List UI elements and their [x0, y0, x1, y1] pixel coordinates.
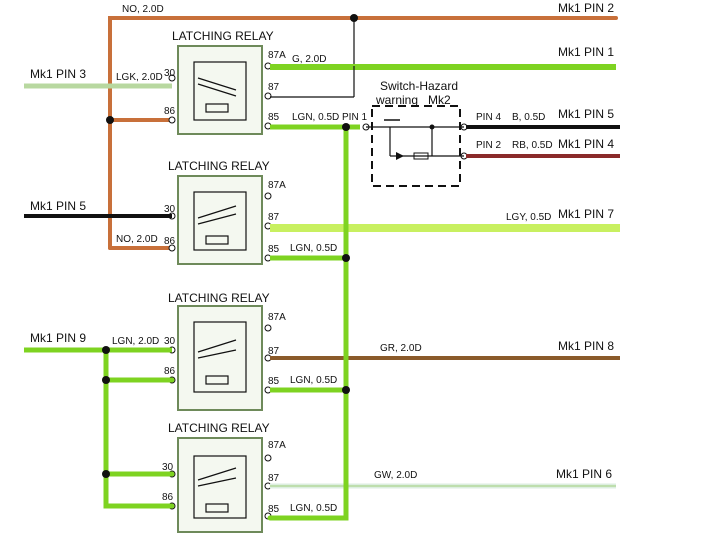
wire-label-pin4: PIN 4 [476, 112, 501, 123]
wire-label-pin1: PIN 1 [342, 112, 367, 123]
wire-label-mk1-pin7: Mk1 PIN 7 [558, 207, 614, 221]
pin-86: 86 [162, 492, 174, 503]
switch-title: Switch-Hazard [380, 79, 458, 93]
pin-86: 86 [164, 236, 176, 247]
wire-label-mk1-pin9: Mk1 PIN 9 [30, 331, 86, 345]
relay-title: LATCHING RELAY [168, 291, 270, 305]
wire-label-lgn-r1: LGN, 0.5D [292, 112, 339, 123]
wire-label-rb: RB, 0.5D [512, 140, 553, 151]
junction-node [342, 386, 350, 394]
wire-label-no-r2: NO, 2.0D [116, 234, 158, 245]
wire-label-mk1-pin6: Mk1 PIN 6 [556, 467, 612, 481]
wire-label-b: B, 0.5D [512, 112, 545, 123]
switch-hazard [362, 105, 468, 187]
relay-4 [168, 437, 272, 533]
wire-label-gw: GW, 2.0D [374, 470, 417, 481]
pin-30: 30 [164, 68, 176, 79]
pin-87a: 87A [268, 440, 286, 451]
wire-label-mk1-pin5-l: Mk1 PIN 5 [30, 199, 86, 213]
pin-87: 87 [268, 212, 280, 223]
junction-node [342, 123, 350, 131]
relay-title: LATCHING RELAY [168, 421, 270, 435]
wire-label-gr: GR, 2.0D [380, 343, 422, 354]
junction-node [342, 254, 350, 262]
pin-30: 30 [164, 204, 176, 215]
pin-85: 85 [268, 376, 280, 387]
wire-label-no-top: NO, 2.0D [122, 4, 164, 15]
wire-label-lgn-r3: LGN, 0.5D [290, 375, 337, 386]
junction-node [102, 346, 110, 354]
junction-node [102, 470, 110, 478]
pin-86: 86 [164, 106, 176, 117]
wire-label-mk1-pin5-r: Mk1 PIN 5 [558, 107, 614, 121]
pin-87a: 87A [268, 180, 286, 191]
relay-title: LATCHING RELAY [168, 159, 270, 173]
relay-title: LATCHING RELAY [172, 29, 274, 43]
relay-2 [168, 175, 272, 265]
junction-node [102, 376, 110, 384]
pin-87: 87 [268, 473, 280, 484]
wire-lgn-left-bus [103, 347, 175, 509]
pin-85: 85 [268, 244, 280, 255]
wire-label-g: G, 2.0D [292, 54, 326, 65]
relay-1 [168, 45, 272, 135]
wire-label-mk1-pin2: Mk1 PIN 2 [558, 1, 614, 15]
wire-label-lgy: LGY, 0.5D [506, 212, 551, 223]
switch-subtitle: warning [375, 93, 418, 107]
pin-87: 87 [268, 346, 280, 357]
pin-87a: 87A [268, 312, 286, 323]
pin-86: 86 [164, 366, 176, 377]
wire-label-mk1-pin1: Mk1 PIN 1 [558, 45, 614, 59]
wire-label-mk1-pin4: Mk1 PIN 4 [558, 137, 614, 151]
pin-85: 85 [268, 112, 280, 123]
relay-3 [168, 305, 272, 411]
wire-label-lgn-20d: LGN, 2.0D [112, 336, 159, 347]
wire-label-mk1-pin8: Mk1 PIN 8 [558, 339, 614, 353]
pin-30: 30 [162, 462, 174, 473]
wire-label-lgn-r4: LGN, 0.5D [290, 503, 337, 514]
pin-85: 85 [268, 504, 280, 515]
wire-label-lgk: LGK, 2.0D [116, 72, 163, 83]
wire-label-mk1-pin3: Mk1 PIN 3 [30, 67, 86, 81]
switch-id: Mk2 [428, 93, 451, 107]
wire-label-pin2: PIN 2 [476, 140, 501, 151]
pin-30: 30 [164, 336, 176, 347]
junction-node [106, 116, 114, 124]
pin-87: 87 [268, 82, 280, 93]
pin-87a: 87A [268, 50, 286, 61]
wire-no-top [108, 16, 618, 250]
wire-label-lgn-r2: LGN, 0.5D [290, 243, 337, 254]
